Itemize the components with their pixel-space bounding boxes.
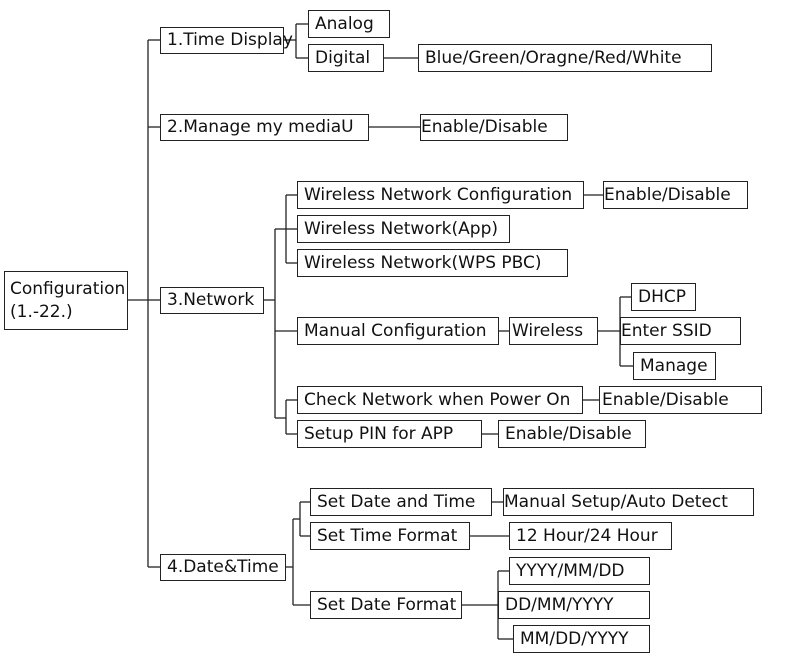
wireless-app-node: Wireless Network(App): [297, 215, 510, 243]
wireless-config-option-node: Enable/Disable: [603, 181, 748, 209]
date-time-node: 4.Date&Time: [160, 554, 286, 581]
setup-pin-node: Setup PIN for APP: [297, 420, 482, 448]
digital-colors-node: Blue/Green/Oragne/Red/White: [418, 44, 712, 72]
manual-config-node: Manual Configuration: [297, 317, 499, 345]
time-format-option-node: 12 Hour/24 Hour: [509, 522, 672, 550]
network-node: 3.Network: [160, 287, 264, 314]
set-date-time-option-node: Manual Setup/Auto Detect: [503, 488, 754, 516]
date-format-dmy-node: DD/MM/YYYY: [498, 591, 650, 619]
time-display-node: 1.Time Display: [160, 27, 293, 54]
check-network-option-node: Enable/Disable: [599, 386, 762, 414]
root-label-line2: (1.-22.): [10, 301, 73, 322]
digital-node: Digital: [308, 44, 384, 72]
manage-media-option-node: Enable/Disable: [420, 114, 568, 141]
set-date-time-node: Set Date and Time: [310, 488, 492, 516]
set-date-format-node: Set Date Format: [310, 591, 462, 619]
check-network-node: Check Network when Power On: [297, 386, 583, 414]
setup-pin-option-node: Enable/Disable: [498, 420, 646, 448]
wireless-wps-node: Wireless Network(WPS PBC): [297, 249, 568, 277]
configuration-root-node: Configuration (1.-22.): [4, 271, 128, 330]
manage-media-node: 2.Manage my mediaU: [160, 114, 369, 141]
dhcp-node: DHCP: [631, 283, 696, 311]
enter-ssid-node: Enter SSID: [620, 317, 741, 345]
date-format-ymd-node: YYYY/MM/DD: [509, 557, 650, 585]
manage-node: Manage: [633, 352, 716, 380]
wireless-node: Wireless: [509, 317, 598, 345]
analog-node: Analog: [308, 10, 390, 38]
root-label-line1: Configuration: [10, 278, 126, 299]
wireless-config-node: Wireless Network Configuration: [297, 181, 584, 209]
set-time-format-node: Set Time Format: [310, 522, 470, 550]
date-format-mdy-node: MM/DD/YYYY: [513, 625, 650, 653]
